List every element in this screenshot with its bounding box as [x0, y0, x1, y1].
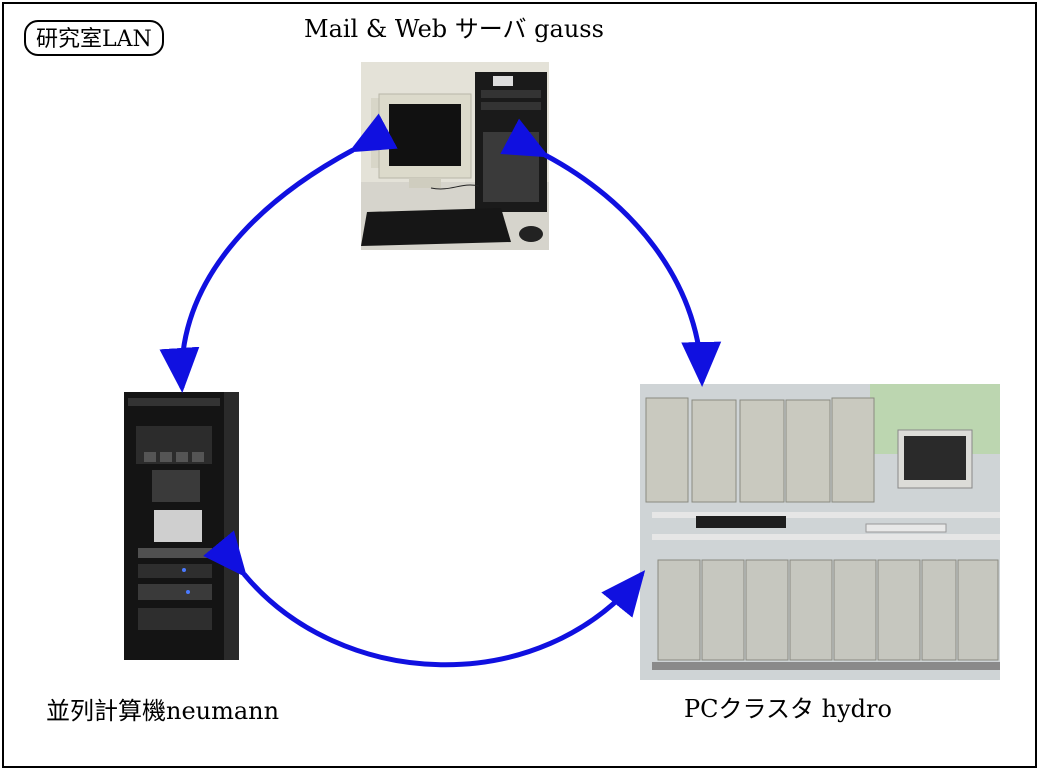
- arrow-mail-to-hydro: [500, 118, 722, 387]
- parallel-computer-label: 並列計算機neumann: [46, 697, 280, 725]
- rack-server-photo: [124, 392, 239, 660]
- mail-server-label: Mail & Web サーバ gauss: [304, 15, 604, 43]
- network-label: 研究室LAN: [24, 20, 164, 56]
- pc-cluster-photo: [640, 384, 1000, 680]
- arrow-mail-to-neumann: [159, 113, 398, 393]
- arrow-neumann-to-hydro: [203, 530, 646, 668]
- pc-cluster-label: PCクラスタ hydro: [684, 695, 892, 723]
